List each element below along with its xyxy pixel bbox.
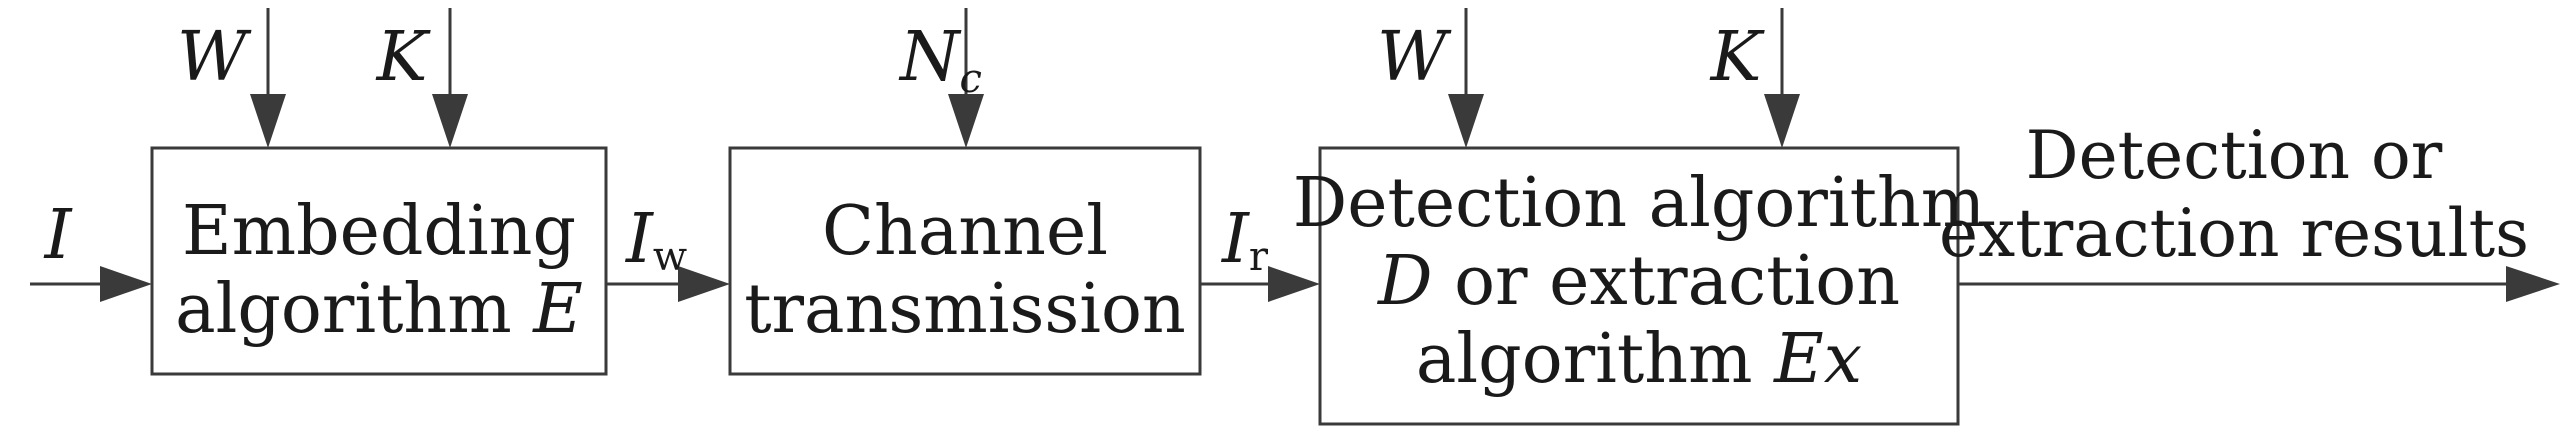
noise-arrow bbox=[948, 8, 984, 148]
embedding-subtitle-prefix: algorithm bbox=[175, 270, 533, 349]
detect-k-label: K bbox=[1709, 18, 1766, 97]
channel-title: Channel bbox=[822, 192, 1108, 271]
output-label-line2: extraction results bbox=[1939, 195, 2529, 272]
output-arrow bbox=[1958, 266, 2560, 302]
detection-line2: D or extraction bbox=[1376, 242, 1900, 321]
detect-w-label: W bbox=[1377, 18, 1452, 97]
embedding-var: E bbox=[531, 270, 583, 349]
detection-line3: algorithm Ex bbox=[1416, 320, 1862, 399]
noise-label: Nc bbox=[898, 18, 982, 102]
detection-line2-rest: or extraction bbox=[1432, 242, 1900, 321]
channel-block bbox=[728, 146, 1202, 376]
received-signal-main: I bbox=[1220, 200, 1250, 279]
embed-k-label: K bbox=[375, 18, 432, 97]
embed-to-channel-arrow bbox=[606, 266, 730, 302]
watermarked-signal-main: I bbox=[624, 200, 654, 279]
embed-w-arrow bbox=[250, 8, 286, 148]
detection-block bbox=[1318, 146, 1960, 426]
embedding-subtitle: algorithm E bbox=[175, 270, 583, 349]
embed-w-label: W bbox=[177, 18, 252, 97]
received-signal-label: Ir bbox=[1220, 200, 1269, 280]
detection-var-d: D bbox=[1376, 242, 1433, 321]
detection-title: Detection algorithm bbox=[1293, 164, 1985, 243]
channel-to-detection-arrow bbox=[1200, 266, 1320, 302]
noise-label-sub: c bbox=[960, 56, 982, 102]
channel-subtitle: transmission bbox=[744, 270, 1186, 349]
noise-label-main: N bbox=[898, 18, 962, 97]
output-label-line1: Detection or bbox=[2026, 117, 2443, 194]
detect-k-arrow bbox=[1764, 8, 1800, 148]
watermarked-signal-label: Iw bbox=[624, 200, 687, 280]
detection-var-ex: Ex bbox=[1772, 320, 1862, 399]
embedding-block bbox=[150, 146, 608, 376]
embedding-title: Embedding bbox=[182, 192, 576, 271]
input-signal-label: I bbox=[43, 196, 73, 275]
detect-w-arrow bbox=[1448, 8, 1484, 148]
input-arrow bbox=[30, 266, 152, 302]
embed-k-arrow bbox=[432, 8, 468, 148]
detection-line3-prefix: algorithm bbox=[1416, 320, 1774, 399]
received-signal-sub: r bbox=[1249, 234, 1269, 280]
watermarked-signal-sub: w bbox=[653, 234, 687, 280]
